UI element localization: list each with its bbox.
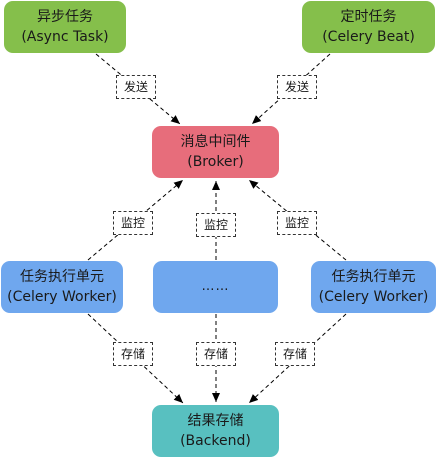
worker-left-title: 任务执行单元 [20,269,104,285]
worker-middle-ellipsis: …… [201,279,230,294]
async-task-subtitle: (Async Task) [21,29,109,45]
edge-label-monitor-middle: 监控 [196,213,236,237]
worker-left-node: 任务执行单元 (Celery Worker) [1,261,123,313]
backend-title: 结果存储 [187,413,244,429]
edge-async-to-broker [95,53,181,125]
celery-beat-subtitle: (Celery Beat) [322,29,415,45]
edge-label-store-right: 存储 [275,342,315,366]
async-task-title: 异步任务 [37,9,93,25]
backend-node: 结果存储 (Backend) [152,405,279,457]
worker-right-title: 任务执行单元 [331,269,416,285]
worker-right-node: 任务执行单元 (Celery Worker) [311,261,436,313]
broker-subtitle: (Broker) [187,154,244,170]
edge-label-store-left: 存储 [113,342,153,366]
async-task-node: 异步任务 (Async Task) [4,1,126,53]
backend-subtitle: (Backend) [180,433,251,449]
worker-middle-node: …… [153,261,278,313]
celery-beat-title: 定时任务 [340,9,397,25]
edge-label-send-right: 发送 [277,75,317,99]
broker-node: 消息中间件 (Broker) [152,126,279,178]
worker-right-subtitle: (Celery Worker) [318,289,429,305]
celery-beat-node: 定时任务 (Celery Beat) [302,1,435,53]
edge-label-monitor-left: 监控 [113,211,153,235]
edge-label-monitor-right: 监控 [277,211,317,235]
edge-label-send-left: 发送 [116,75,156,99]
broker-title: 消息中间件 [180,134,251,150]
edge-label-store-middle: 存储 [196,342,236,366]
worker-left-subtitle: (Celery Worker) [7,289,117,305]
